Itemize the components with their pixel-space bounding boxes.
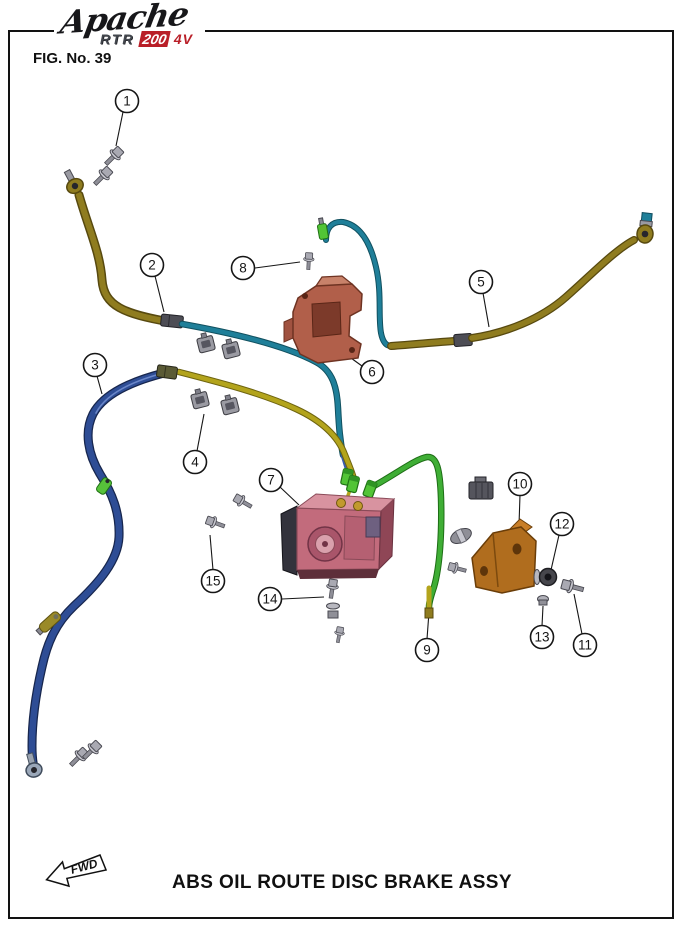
hose-clamp-olive [35,611,62,636]
callout-7: 7 [258,467,284,493]
leader-2 [154,275,165,313]
svg-text:13: 13 [534,630,549,645]
callout-12: 12 [549,511,575,537]
brake-hose-front-lower [25,364,178,778]
leader-14 [281,596,325,600]
callout-2: 2 [139,252,165,278]
leader-5 [482,292,490,328]
callout-3: 3 [82,352,108,378]
logo-model: RTR [100,31,135,47]
green-union-fitting [361,479,379,499]
hose-connector [156,364,178,380]
mount-bracket [471,518,537,594]
banjo-bolt [89,164,115,190]
svg-text:9: 9 [423,643,431,658]
svg-text:6: 6 [368,365,376,380]
bracket-bolt [302,252,315,271]
pipe-top-fitting [316,217,329,240]
page-border [8,30,674,919]
callout-9: 9 [414,637,440,663]
callout-10: 10 [507,471,533,497]
leader-1 [115,111,124,147]
svg-text:12: 12 [554,517,569,532]
leader-lines [96,111,583,640]
svg-text:14: 14 [262,592,278,607]
figure-title: ABS OIL ROUTE DISC BRAKE ASSY [172,872,512,893]
svg-text:7: 7 [267,473,275,488]
svg-text:4: 4 [191,455,199,470]
stack-bolt [324,578,340,600]
callout-8: 8 [230,255,256,281]
svg-text:15: 15 [205,574,220,589]
brake-hose-front-upper [63,168,184,329]
callout-4: 4 [182,449,208,475]
pipe-bracket [283,275,363,364]
pipe-clips [189,330,242,416]
fwd-arrow: FWD [45,854,108,888]
pipe-clip [220,336,242,360]
leader-7 [279,486,300,506]
leader-4 [196,413,205,452]
stack-bolt [332,625,346,644]
callout-11: 11 [572,632,598,658]
leader-13 [541,605,544,627]
mount-bolt [231,491,255,513]
washer [326,602,340,610]
hose-clamp-green [95,477,113,495]
mount-bolt [559,576,586,597]
leader-15 [209,534,214,571]
brand-logo: Apache RTR 200 4V [54,0,206,49]
brake-hose-rear [387,212,654,350]
svg-text:11: 11 [578,638,592,653]
banjo-bolt [100,144,126,170]
hose-fitting-gray [450,527,472,545]
callout-15: 15 [200,568,226,594]
leader-11 [573,593,583,635]
banjo-bolts [89,144,126,190]
callout-6: 6 [359,359,385,385]
abs-port [336,498,346,508]
figure-number: FIG. No. 39 [33,50,112,67]
callout-14: 14 [257,586,283,612]
lower-banjo-bolts [65,738,104,771]
callout-1: 1 [114,88,140,114]
leader-8 [254,261,301,269]
abs-modulator [280,493,396,579]
brand-model-line: RTR 200 4V [100,31,193,47]
pipe-clip [195,330,217,354]
svg-text:8: 8 [239,261,247,276]
logo-variant: 4V [173,31,194,47]
svg-text:10: 10 [512,477,527,492]
banjo-fitting-lower [25,752,43,778]
svg-text:3: 3 [91,358,99,373]
pipe-end-fitting [424,607,434,619]
banjo-fitting-upper [63,168,84,195]
callout-13: 13 [529,624,555,650]
svg-text:2: 2 [148,258,156,273]
sensor-connector [468,476,494,500]
abs-port [353,501,363,511]
svg-text:5: 5 [477,275,485,290]
svg-text:1: 1 [123,94,131,109]
pipe-clip [189,386,211,410]
abs-connector [365,516,381,538]
pipe-clip [219,392,241,416]
abs-mount-bolts [204,491,255,533]
fwd-label: FWD [69,856,99,877]
leader-3 [96,375,103,395]
callout-5: 5 [468,269,494,295]
bracket-bolt [446,560,468,577]
nut [327,610,339,619]
leader-12 [550,534,560,571]
grommet-and-bolt [533,567,586,606]
banjo-fitting-rear [636,212,654,244]
mount-bolt [204,513,227,533]
fastener-stack [324,578,346,644]
